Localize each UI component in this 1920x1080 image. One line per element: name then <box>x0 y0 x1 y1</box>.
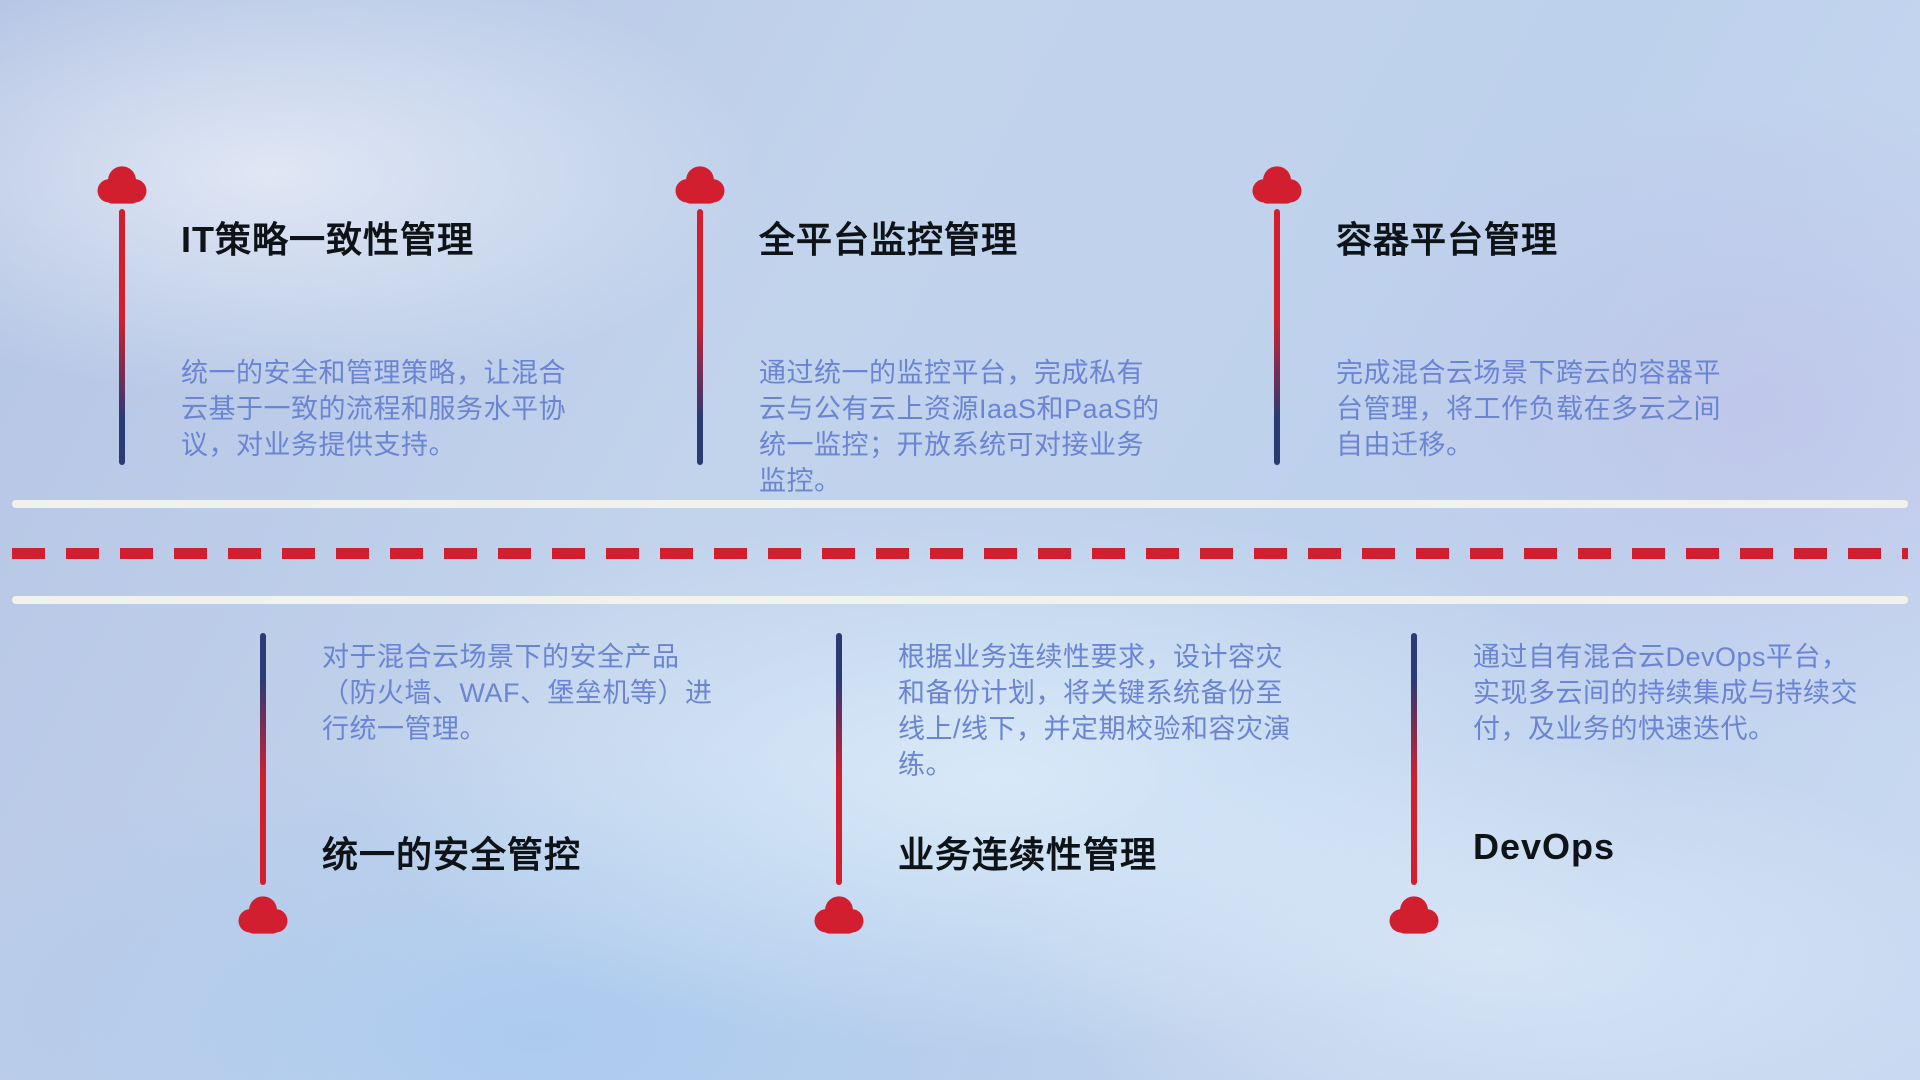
capability-item-business-continuity: 根据业务连续性要求，设计容灾和备份计划，将关键系统备份至线上/线下，并定期校验和… <box>814 633 1291 953</box>
cloud-icon <box>1249 165 1305 205</box>
road-dashed-center-line <box>12 548 1908 559</box>
item-description: 根据业务连续性要求，设计容灾和备份计划，将关键系统备份至线上/线下，并定期校验和… <box>898 642 1292 780</box>
capability-item-devops: 通过自有混合云DevOps平台，实现多云间的持续集成与持续交付，及业务的快速迭代… <box>1389 633 1858 953</box>
item-description: 统一的安全和管理策略，让混合云基于一致的流程和服务水平协议，对业务提供支持。 <box>181 358 566 460</box>
item-title: 业务连续性管理 <box>898 834 1158 875</box>
timeline-stem <box>836 633 842 885</box>
item-description: 对于混合云场景下的安全产品（防火墙、WAF、堡垒机等）进行统一管理。 <box>322 642 713 744</box>
timeline-stem <box>1411 633 1417 885</box>
item-description: 通过自有混合云DevOps平台，实现多云间的持续集成与持续交付，及业务的快速迭代… <box>1473 642 1858 744</box>
timeline-stem <box>697 209 703 465</box>
item-description: 完成混合云场景下跨云的容器平台管理，将工作负载在多云之间自由迁移。 <box>1336 358 1721 460</box>
item-title: 容器平台管理 <box>1336 219 1559 260</box>
item-title: 全平台监控管理 <box>759 219 1019 260</box>
item-title: DevOps <box>1473 826 1616 867</box>
road-edge-line-top <box>12 500 1908 508</box>
capability-item-it-policy: IT策略一致性管理 统一的安全和管理策略，让混合云基于一致的流程和服务水平协议，… <box>97 165 566 485</box>
cloud-icon <box>811 895 867 935</box>
item-description: 通过统一的监控平台，完成私有云与公有云上资源IaaS和PaaS的统一监控；开放系… <box>759 358 1160 496</box>
capability-item-monitoring: 全平台监控管理 通过统一的监控平台，完成私有云与公有云上资源IaaS和PaaS的… <box>675 165 1159 496</box>
cloud-icon <box>672 165 728 205</box>
item-title: 统一的安全管控 <box>322 834 582 875</box>
road-edge-line-bottom <box>12 596 1908 604</box>
timeline-stem <box>1274 209 1280 465</box>
timeline-stem <box>119 209 125 465</box>
item-title: IT策略一致性管理 <box>181 219 474 260</box>
cloud-icon <box>1386 895 1442 935</box>
capability-item-security-control: 对于混合云场景下的安全产品（防火墙、WAF、堡垒机等）进行统一管理。 统一的安全… <box>238 633 712 953</box>
timeline-stem <box>260 633 266 885</box>
cloud-icon <box>235 895 291 935</box>
capability-item-container-platform: 容器平台管理 完成混合云场景下跨云的容器平台管理，将工作负载在多云之间自由迁移。 <box>1252 165 1721 485</box>
cloud-icon <box>94 165 150 205</box>
